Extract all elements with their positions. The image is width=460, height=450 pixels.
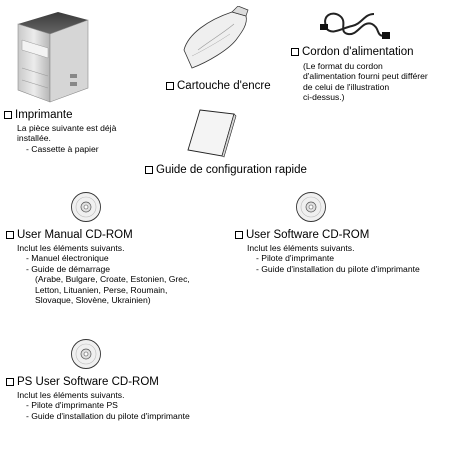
guide-booklet-illustration: [186, 108, 238, 158]
user-software-desc: Inclut les éléments suivants. - Pilote d…: [247, 243, 420, 274]
checkbox-icon[interactable]: [235, 231, 243, 239]
power-cord-illustration: [318, 6, 392, 44]
user-manual-desc: Inclut les éléments suivants. - Manuel é…: [17, 243, 190, 306]
cd-rom-icon: [70, 191, 102, 223]
printer-desc: La pièce suivante est déjà installée. - …: [17, 123, 117, 154]
cd-rom-icon: [295, 191, 327, 223]
cd-rom-icon: [70, 338, 102, 370]
power-cord-note: (Le format du cordon d'alimentation four…: [303, 61, 428, 103]
guide-title: Guide de configuration rapide: [145, 164, 307, 177]
checkbox-icon[interactable]: [4, 111, 12, 119]
printer-illustration: [10, 4, 92, 106]
ps-software-title: PS User Software CD-ROM: [6, 376, 159, 389]
ps-software-desc: Inclut les éléments suivants. - Pilote d…: [17, 390, 190, 421]
checkbox-icon[interactable]: [145, 166, 153, 174]
toner-cartridge-illustration: [178, 6, 254, 72]
user-software-title: User Software CD-ROM: [235, 229, 369, 242]
checkbox-icon[interactable]: [6, 378, 14, 386]
checkbox-icon[interactable]: [166, 82, 174, 90]
checkbox-icon[interactable]: [291, 48, 299, 56]
toner-title: Cartouche d'encre: [166, 80, 271, 93]
user-manual-title: User Manual CD-ROM: [6, 229, 133, 242]
checkbox-icon[interactable]: [6, 231, 14, 239]
power-cord-title: Cordon d'alimentation: [291, 46, 414, 59]
printer-title: Imprimante: [4, 109, 73, 122]
